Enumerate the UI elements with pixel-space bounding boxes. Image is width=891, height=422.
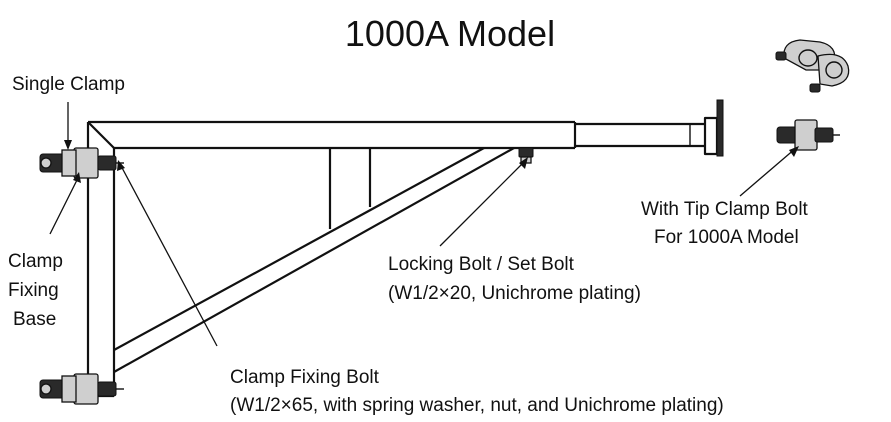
label-clamp-fixing-bolt-spec: (W1/2×65, with spring washer, nut, and U… xyxy=(230,395,724,416)
bolt-assembly-icon xyxy=(776,119,840,151)
label-clamp-fixing-base-2: Fixing xyxy=(8,280,59,301)
label-locking-bolt: Locking Bolt / Set Bolt xyxy=(388,254,575,275)
label-single-clamp: Single Clamp xyxy=(12,74,125,95)
label-locking-bolt-spec: (W1/2×20, Unichrome plating) xyxy=(388,283,641,304)
label-clamp-fixing-bolt: Clamp Fixing Bolt xyxy=(230,367,380,388)
bracket-frame xyxy=(86,99,724,398)
label-tip-clamp-bolt: With Tip Clamp Bolt xyxy=(641,199,809,220)
label-clamp-fixing-base-3: Base xyxy=(13,309,56,330)
diagram-title: 1000A Model xyxy=(345,13,555,54)
bottom-clamp-assembly xyxy=(39,373,124,405)
leader-lines xyxy=(49,102,799,347)
label-tip-clamp-bolt-model: For 1000A Model xyxy=(654,227,799,248)
label-clamp-fixing-base-1: Clamp xyxy=(8,251,63,272)
swivel-clamp-icon xyxy=(775,39,850,93)
top-clamp-assembly xyxy=(39,147,124,179)
